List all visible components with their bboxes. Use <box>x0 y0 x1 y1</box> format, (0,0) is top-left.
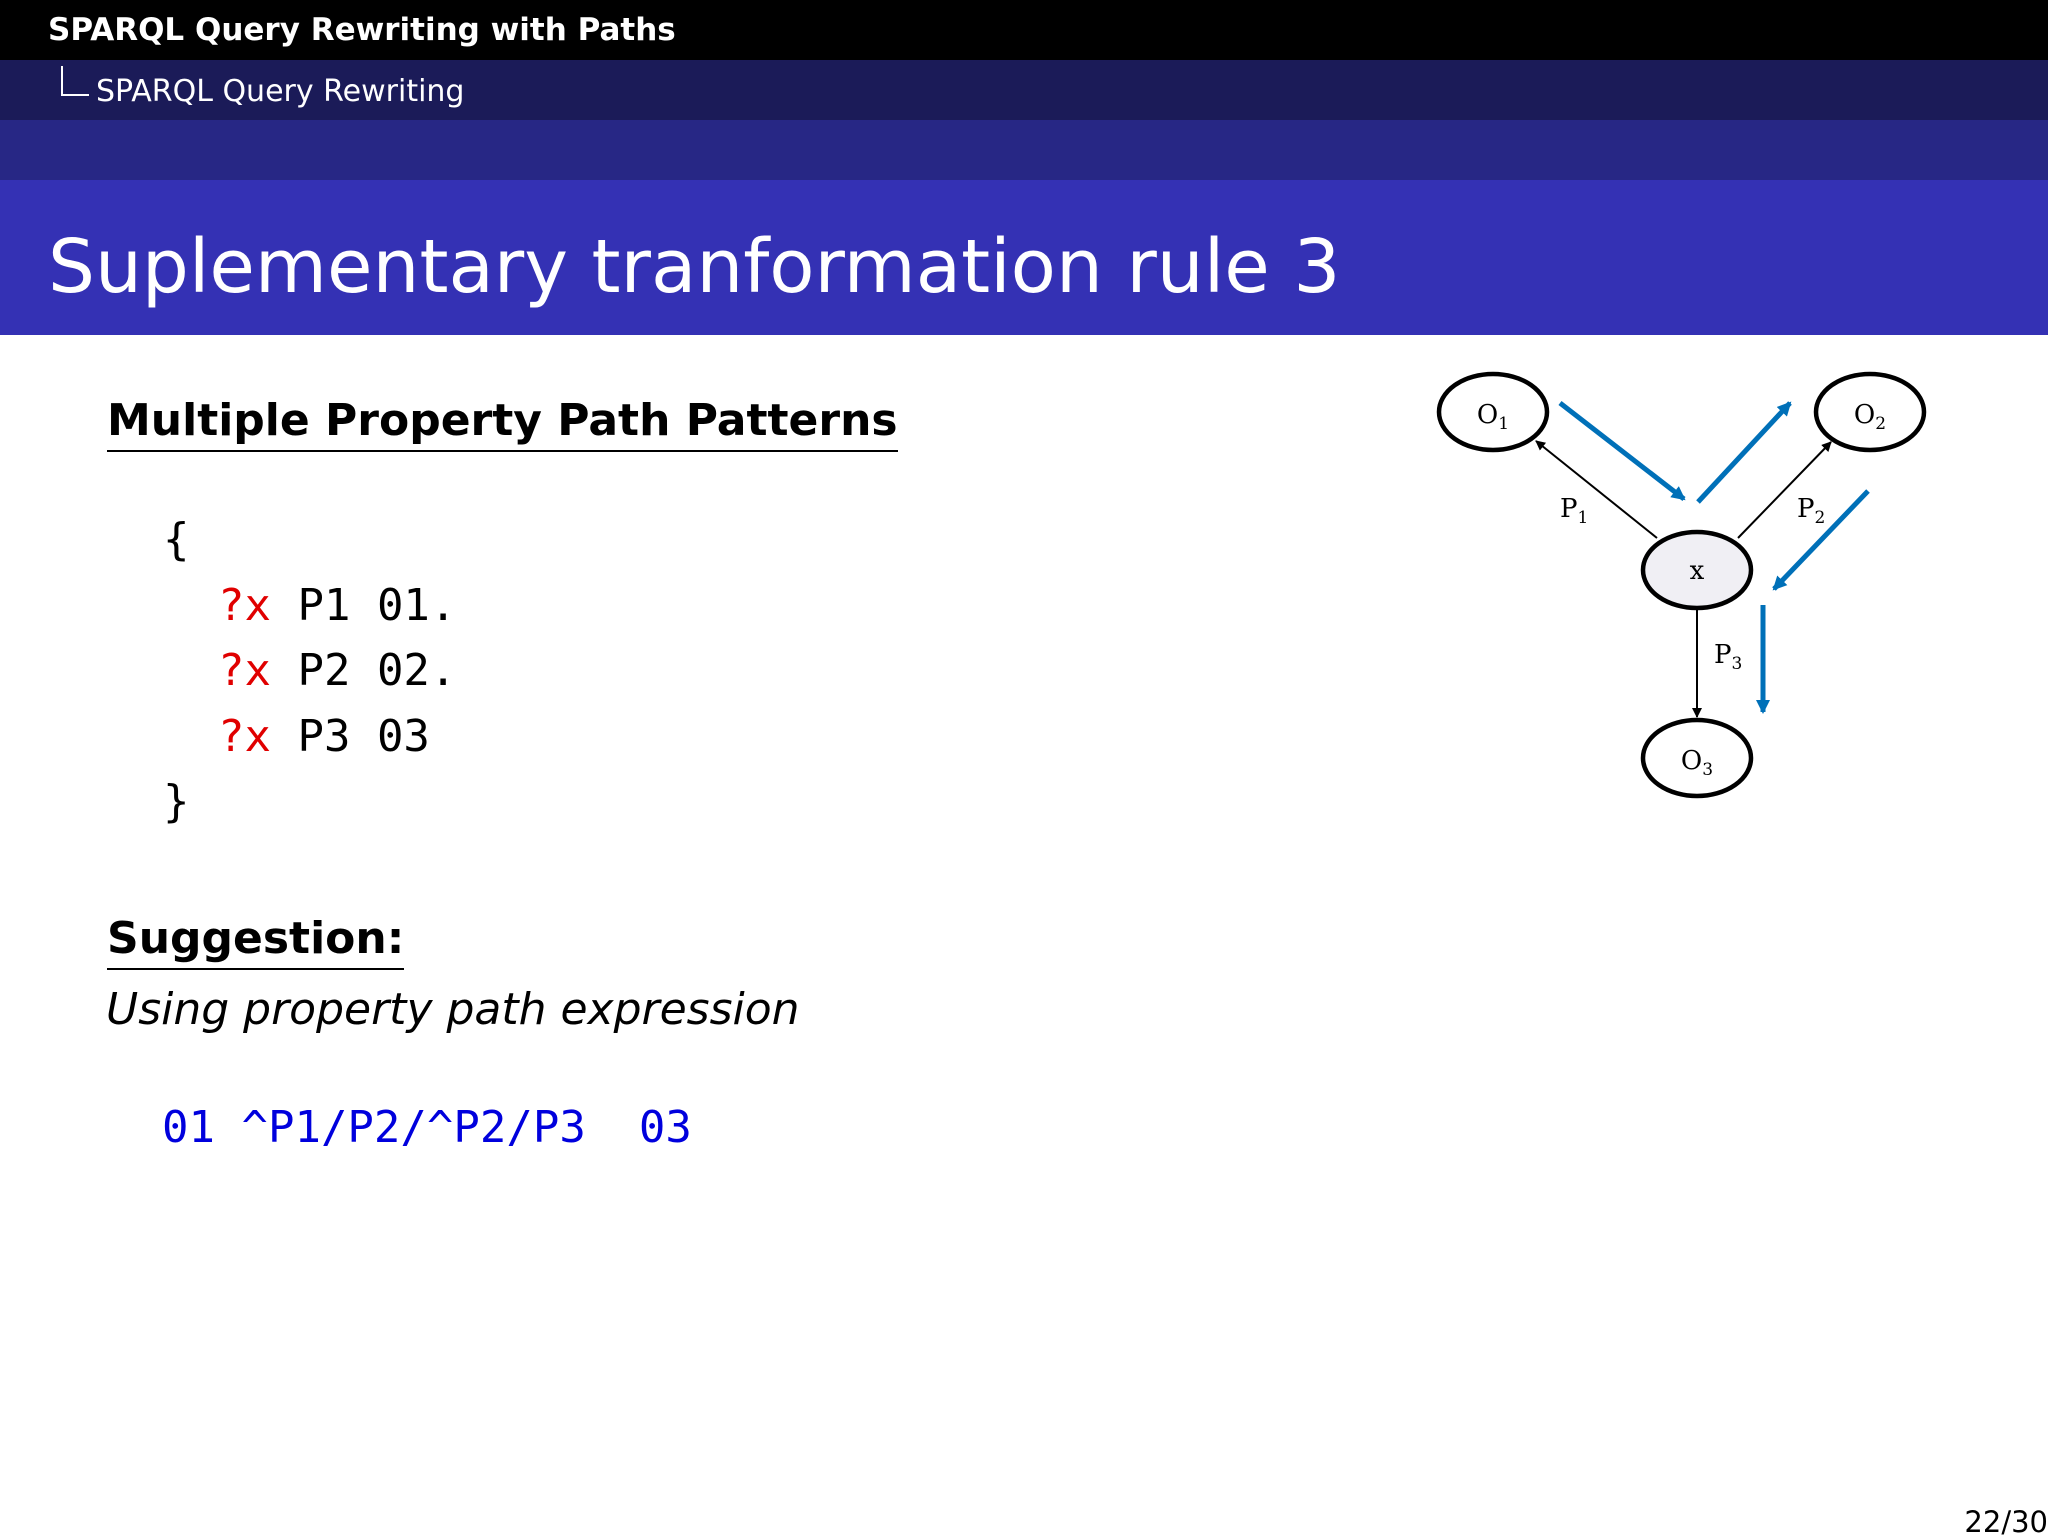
svg-text:x: x <box>1690 556 1705 586</box>
edge-label-p2: P2 <box>1797 494 1825 528</box>
triple-variable: ?x <box>218 580 271 631</box>
open-brace: { <box>163 514 190 565</box>
triple-pattern: ?x P2 02. <box>218 649 456 693</box>
triple-pattern: ?x P3 03 <box>218 715 430 759</box>
path-expression: 01 ^P1/P2/^P2/P3 03 <box>162 1102 692 1153</box>
page-number: 22/30 <box>1964 1505 2048 1539</box>
triple-predicate-object: P1 01. <box>270 580 457 631</box>
traversal-arrow <box>1558 401 1686 501</box>
node-o2: O2 <box>1813 371 1927 453</box>
node-x: x <box>1640 529 1754 611</box>
patterns-heading: Multiple Property Path Patterns <box>107 397 898 453</box>
header-section-bar: SPARQL Query Rewriting with Paths <box>0 0 2048 60</box>
triple-predicate-object: P3 03 <box>270 711 430 762</box>
node-o3: O3 <box>1640 717 1754 799</box>
svg-text:O1: O1 <box>1477 400 1509 434</box>
triple-variable: ?x <box>218 645 271 696</box>
tree-connector-icon <box>61 66 89 96</box>
close-brace: } <box>163 776 190 827</box>
triple-predicate-object: P2 02. <box>270 645 457 696</box>
triple-pattern: ?x P1 01. <box>218 584 456 628</box>
frame-title: Suplementary tranformation rule 3 <box>48 224 1341 310</box>
property-path-diagram: O1 O2 x O3 P1 P2 P3 <box>1400 355 1960 815</box>
suggestion-heading: Suggestion: <box>107 915 405 971</box>
edge-p1 <box>1535 440 1658 539</box>
diagram-svg: O1 O2 x O3 P1 P2 P3 <box>1436 371 1927 799</box>
header-spacer-band <box>0 120 2048 180</box>
frame-title-bar: Suplementary tranformation rule 3 <box>0 180 2048 335</box>
suggestion-text: Using property path expression <box>106 984 800 1035</box>
header-subsection-bar: SPARQL Query Rewriting <box>0 60 2048 120</box>
edge-label-p3: P3 <box>1714 640 1742 674</box>
svg-text:O2: O2 <box>1854 400 1886 434</box>
triple-variable: ?x <box>218 711 271 762</box>
node-o1: O1 <box>1436 371 1550 453</box>
svg-text:O3: O3 <box>1681 746 1713 780</box>
traversal-arrow <box>1696 401 1792 504</box>
traversal-arrow <box>1772 489 1870 591</box>
edge-p2 <box>1737 441 1832 539</box>
edge-label-p1: P1 <box>1560 494 1588 528</box>
subsection-title[interactable]: SPARQL Query Rewriting <box>96 74 465 109</box>
section-title[interactable]: SPARQL Query Rewriting with Paths <box>48 12 676 48</box>
